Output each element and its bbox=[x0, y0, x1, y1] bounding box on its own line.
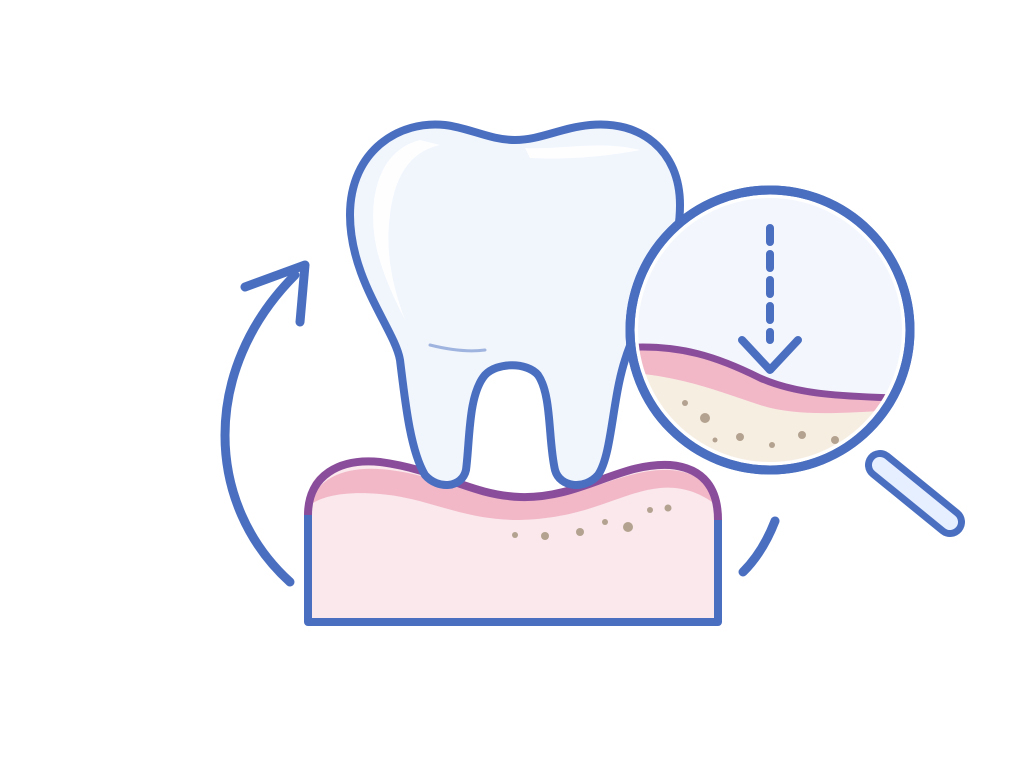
down-arrow-icon bbox=[738, 224, 802, 374]
cycle-arrow-tail bbox=[738, 516, 780, 577]
cycle-arrow-icon bbox=[220, 260, 310, 587]
tooth-icon bbox=[346, 120, 684, 489]
gum-icon bbox=[304, 457, 722, 626]
magnifier-icon bbox=[625, 185, 965, 537]
